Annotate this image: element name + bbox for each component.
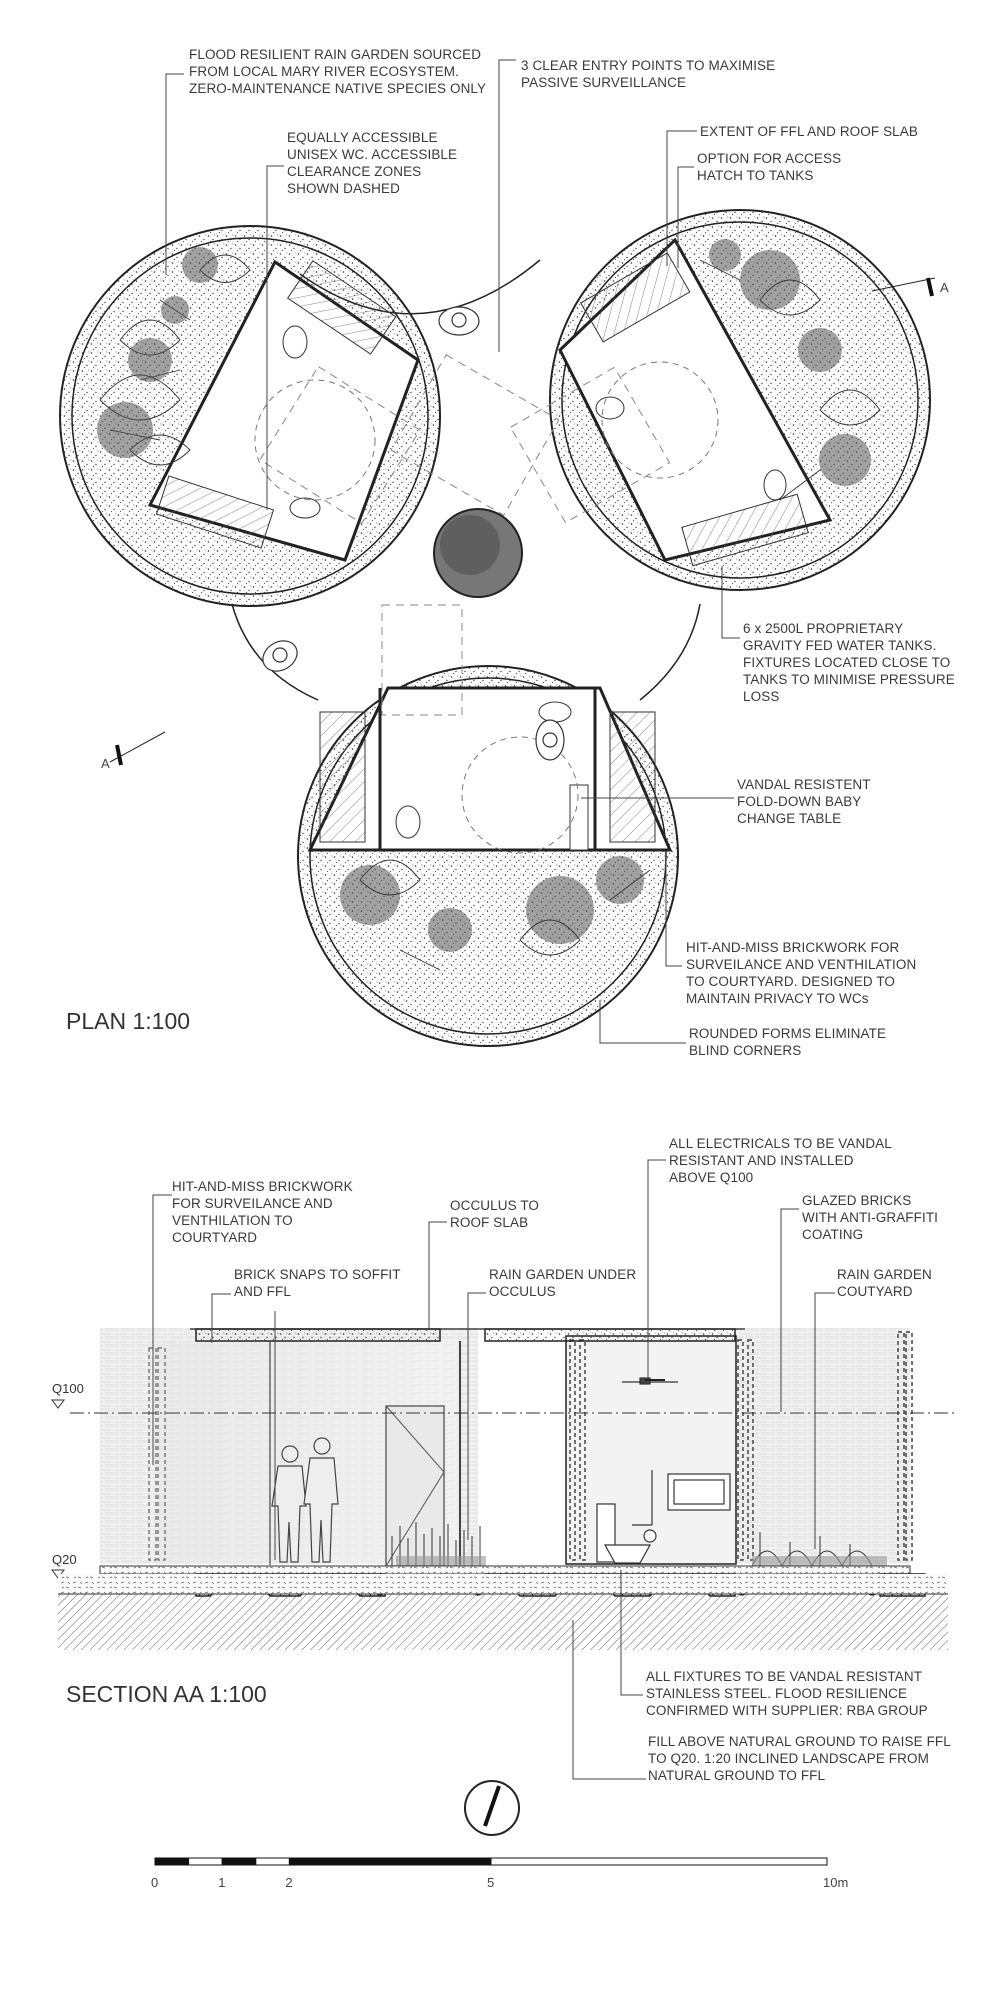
section-drawing: Q100 Q20 HIT-AND-MI: [51, 1136, 955, 1783]
note-ffl-extent: EXTENT OF FFL AND ROOF SLAB: [700, 124, 918, 139]
note-fill-natural-ground: FILL ABOVE NATURAL GROUND TO RAISE FFL T…: [648, 1734, 954, 1783]
note-stainless-fixtures: ALL FIXTURES TO BE VANDAL RESISTANT STAI…: [646, 1669, 928, 1718]
floor-slab: [99, 1565, 911, 1575]
scale-bar-segment: [288, 1857, 492, 1866]
ground-fill: [58, 1574, 948, 1594]
note-rounded-forms: ROUNDED FORMS ELIMINATE BLIND CORNERS: [689, 1026, 890, 1058]
scale-bar-label: 5: [487, 1875, 494, 1890]
note-hit-and-miss-plan: HIT-AND-MISS BRICKWORK FOR SURVEILANCE A…: [686, 940, 920, 1006]
level-label-q100: Q100: [52, 1381, 84, 1396]
scale-bar-segment: [255, 1857, 290, 1866]
scale-bar-segment: [490, 1857, 828, 1866]
note-accessible-wc: EQUALLY ACCESSIBLE UNISEX WC. ACCESSIBLE…: [287, 130, 461, 196]
section-figures: [271, 1437, 339, 1563]
note-brick-snaps: BRICK SNAPS TO SOFFIT AND FFL: [234, 1267, 404, 1299]
note-access-hatch: OPTION FOR ACCESS HATCH TO TANKS: [697, 151, 845, 183]
north-arrow: [464, 1780, 520, 1836]
note-water-tanks: 6 x 2500L PROPRIETARY GRAVITY FED WATER …: [743, 621, 959, 704]
clearance-zones: [259, 354, 671, 716]
section-mark-a-left: A: [101, 756, 110, 771]
scale-bar-label: 10m: [823, 1875, 848, 1890]
scale-bar-segment: [221, 1857, 257, 1866]
section-cut-marker: A A: [101, 277, 949, 771]
note-rain-garden-courtyard: RAIN GARDEN COUTYARD: [837, 1267, 936, 1299]
note-baby-change-table: VANDAL RESISTENT FOLD-DOWN BABY CHANGE T…: [737, 777, 874, 826]
note-glazed-bricks: GLAZED BRICKS WITH ANTI-GRAFFITI COATING: [802, 1193, 942, 1242]
hit-and-miss-brickwork: [148, 1331, 913, 1561]
pod-left: [59, 225, 441, 607]
scale-bar-label: 0: [151, 1875, 158, 1890]
natural-ground: [58, 1594, 948, 1650]
plan-leaders: [165, 59, 740, 1044]
scale-bar-label: 2: [285, 1875, 292, 1890]
note-hit-and-miss-section: HIT-AND-MISS BRICKWORK FOR SURVEILANCE A…: [172, 1179, 357, 1245]
section-wc-fixtures: [596, 1377, 731, 1564]
note-rain-garden-occulus: RAIN GARDEN UNDER OCCULUS: [489, 1267, 640, 1299]
section-mark-a-right: A: [940, 280, 949, 295]
scale-bar-segment: [154, 1857, 190, 1866]
section-door: [385, 1405, 445, 1567]
note-rain-garden: FLOOD RESILIENT RAIN GARDEN SOURCED FROM…: [189, 47, 486, 96]
roof-slab-left: [195, 1328, 441, 1342]
plan-figures: [262, 306, 565, 761]
scale-bar-segment: [188, 1857, 223, 1866]
section-title: SECTION AA 1:100: [66, 1681, 267, 1707]
scale-bar-label: 1: [218, 1875, 225, 1890]
section-leaders: [152, 1159, 835, 1780]
plan-title: PLAN 1:100: [66, 1008, 190, 1034]
pod-right: [549, 209, 931, 591]
note-electricals: ALL ELECTRICALS TO BE VANDAL RESISTANT A…: [669, 1136, 895, 1185]
pod-bottom: [297, 665, 679, 1047]
note-entry-points: 3 CLEAR ENTRY POINTS TO MAXIMISE PASSIVE…: [521, 58, 779, 90]
roof-slab-right: [484, 1328, 736, 1342]
note-occulus: OCCULUS TO ROOF SLAB: [450, 1198, 543, 1230]
plan-drawing: A A FLOOD RESILIENT RAIN GARDEN SOURCED …: [59, 47, 959, 1058]
scale-bar: 0 1 2 5 10m: [151, 1857, 848, 1890]
level-label-q20: Q20: [52, 1552, 77, 1567]
brick-wall-right: [735, 1328, 910, 1564]
